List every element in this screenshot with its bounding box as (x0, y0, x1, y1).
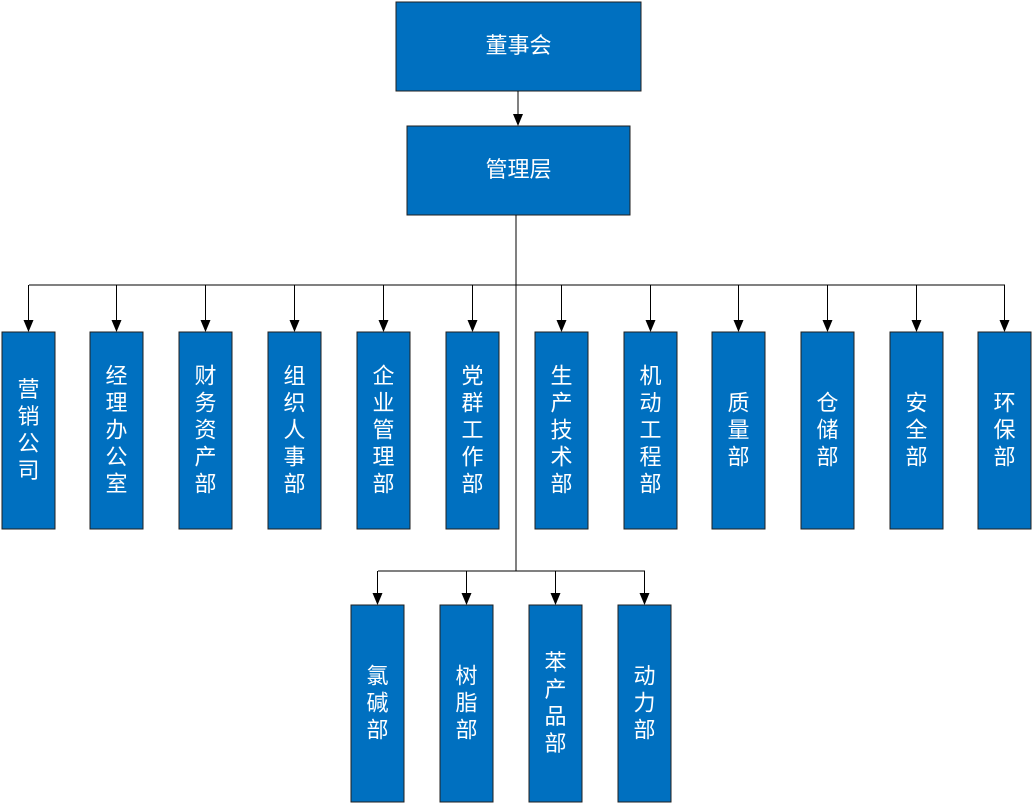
department-arrow (289, 320, 300, 332)
board-node-box (395, 1, 642, 92)
production-arrow (461, 593, 472, 605)
production-unit-node-box (439, 604, 494, 803)
department-node: 环保部 (977, 331, 1032, 530)
board-to-management-arrow (513, 114, 523, 126)
production-unit-node-label: 树脂部 (455, 664, 477, 743)
department-node: 营销公司 (1, 331, 56, 530)
department-node: 经理办公室 (89, 331, 144, 530)
production-unit-node: 苯产品部 (528, 604, 583, 803)
department-node: 党群工作部 (445, 331, 500, 530)
department-node-box (445, 331, 500, 530)
department-node: 财务资产部 (178, 331, 233, 530)
department-node-label: 营销公司 (17, 378, 39, 484)
department-node-box (889, 331, 944, 530)
department-node-box (534, 331, 589, 530)
production-unit-node-box (350, 604, 405, 803)
department-node: 生产技术部 (534, 331, 589, 530)
department-node-box (623, 331, 678, 530)
department-arrow (23, 320, 34, 332)
department-node-label: 环保部 (993, 391, 1015, 470)
department-node: 质量部 (711, 331, 766, 530)
department-node-box (711, 331, 766, 530)
department-node: 组织人事部 (267, 331, 322, 530)
production-unit-node: 氯碱部 (350, 604, 405, 803)
department-node-box (267, 331, 322, 530)
department-node-box (356, 331, 411, 530)
department-node-label: 经理办公室 (105, 364, 127, 497)
production-arrow (372, 593, 383, 605)
department-node-box (1, 331, 56, 530)
department-arrow (999, 320, 1010, 332)
department-arrow (556, 320, 567, 332)
management-node-box (406, 125, 631, 216)
department-node-label: 组织人事部 (283, 364, 305, 497)
department-node-label: 质量部 (727, 391, 749, 470)
production-unit-node-label: 氯碱部 (366, 664, 388, 743)
department-node: 仓储部 (800, 331, 855, 530)
department-arrow (200, 320, 211, 332)
department-node-box (800, 331, 855, 530)
department-arrow (733, 320, 744, 332)
department-node: 安全部 (889, 331, 944, 530)
department-arrow (111, 320, 122, 332)
department-node-label: 仓储部 (816, 391, 838, 470)
department-node: 企业管理部 (356, 331, 411, 530)
department-arrow (645, 320, 656, 332)
department-node: 机动工程部 (623, 331, 678, 530)
department-node-box (977, 331, 1032, 530)
department-node-label: 生产技术部 (550, 364, 572, 497)
management-node: 管理层 (406, 125, 631, 216)
production-unit-node-label: 苯产品部 (544, 651, 566, 757)
department-node-box (178, 331, 233, 530)
production-arrow (550, 593, 561, 605)
production-arrow (639, 593, 650, 605)
department-node-label: 安全部 (905, 391, 927, 470)
department-node-box (89, 331, 144, 530)
department-arrow (911, 320, 922, 332)
department-node-label: 党群工作部 (461, 364, 483, 497)
department-arrow (467, 320, 478, 332)
production-unit-node: 树脂部 (439, 604, 494, 803)
department-arrow (378, 320, 389, 332)
board-node-label: 董事会 (485, 34, 551, 59)
production-unit-node-box (528, 604, 583, 803)
production-unit-node-box (617, 604, 672, 803)
management-node-label: 管理层 (485, 158, 551, 183)
department-arrow (822, 320, 833, 332)
department-node-label: 财务资产部 (194, 364, 216, 497)
production-unit-node-label: 动力部 (633, 664, 655, 743)
department-node-label: 机动工程部 (639, 364, 661, 497)
board-node: 董事会 (395, 1, 642, 92)
production-unit-node: 动力部 (617, 604, 672, 803)
department-node-label: 企业管理部 (372, 364, 394, 497)
